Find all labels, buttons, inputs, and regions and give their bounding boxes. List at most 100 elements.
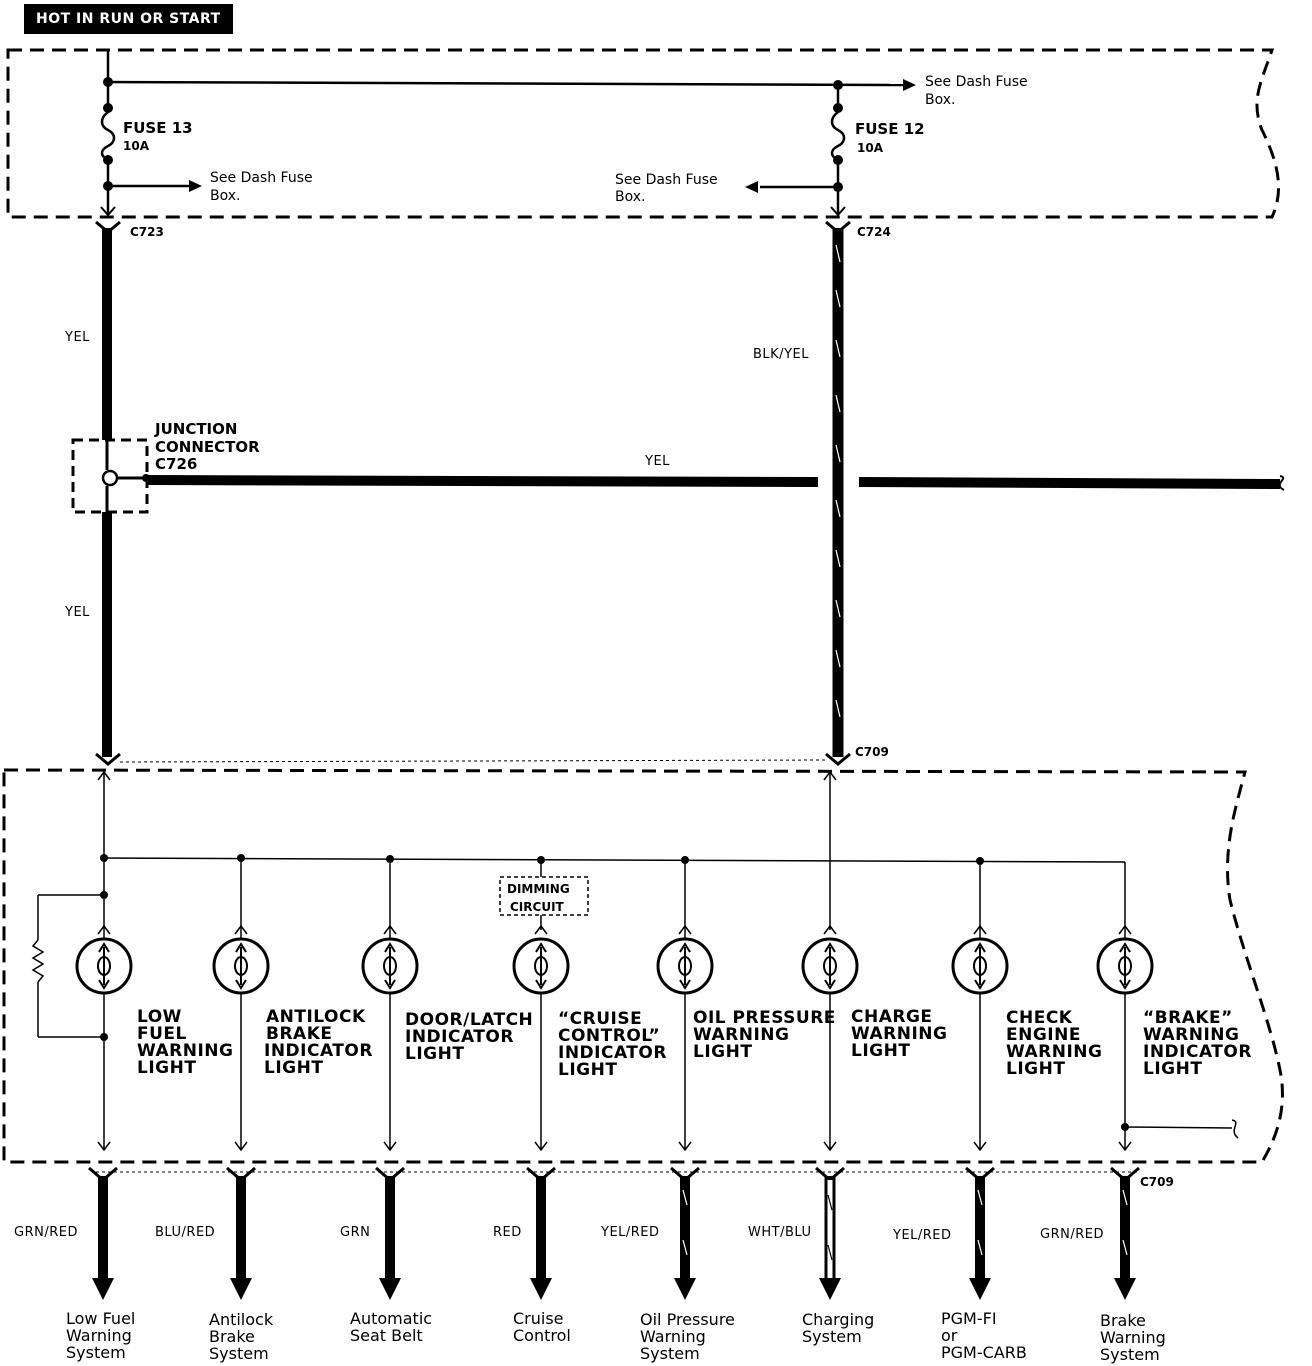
wire-label-blk-yel: BLK/YEL	[753, 347, 809, 362]
arrow-down-icon	[92, 1278, 114, 1300]
destination-label: Cruise	[513, 1309, 564, 1328]
wire-label-yel-lower: YEL	[64, 605, 90, 620]
fuse-12-icon	[830, 111, 846, 162]
light-label: CONTROL”	[558, 1026, 660, 1046]
light-label: WARNING	[851, 1024, 947, 1044]
destination-label: System	[209, 1344, 269, 1363]
light-label: LIGHT	[264, 1058, 323, 1078]
junction-label-line3: C726	[155, 455, 197, 473]
destination-label: Warning	[1100, 1328, 1166, 1347]
dimming-circuit	[499, 876, 589, 916]
arrow-right-icon	[903, 79, 916, 91]
connector-c723: C723	[130, 225, 164, 239]
resistor-icon	[31, 939, 45, 983]
arrow-down-icon	[674, 1278, 696, 1300]
destination-label: System	[66, 1343, 126, 1362]
light-label: WARNING	[693, 1025, 789, 1045]
wire-label-yel-upper: YEL	[64, 330, 90, 345]
arrow-left-icon	[745, 181, 758, 193]
light-label: LIGHT	[405, 1044, 464, 1064]
light-label: LIGHT	[137, 1058, 196, 1078]
destination-label: Seat Belt	[350, 1326, 423, 1345]
destination-label: Warning	[66, 1326, 132, 1345]
destination-label: PGM-FI	[941, 1309, 997, 1328]
light-label: “BRAKE”	[1143, 1008, 1233, 1028]
circuit-header: HOT IN RUN OR START	[24, 4, 233, 34]
light-label: BRAKE	[266, 1024, 333, 1044]
wire-label: GRN	[340, 1225, 370, 1240]
destination-label: System	[802, 1327, 862, 1346]
light-label: LIGHT	[1006, 1059, 1065, 1079]
light-check-engine: CHECK ENGINE WARNING LIGHT YEL/RED PGM-F…	[892, 857, 1102, 1362]
destination-label: System	[1100, 1345, 1160, 1364]
fuse-13-name: FUSE 13	[123, 119, 193, 137]
light-label: INDICATOR	[1143, 1042, 1252, 1062]
fuse-12-name: FUSE 12	[855, 120, 925, 138]
destination-label: Brake	[1100, 1311, 1146, 1330]
destination-label: Automatic	[350, 1309, 432, 1328]
light-brake-warning: “BRAKE” WARNING INDICATOR LIGHT GRN/RED …	[1040, 862, 1252, 1364]
light-label: ENGINE	[1006, 1025, 1081, 1045]
top-note-line1: See Dash Fuse	[925, 74, 1028, 90]
destination-label: System	[640, 1344, 700, 1363]
fuse-box-outline	[6, 48, 1281, 219]
wire-label: BLU/RED	[155, 1225, 215, 1240]
junction-label-line2: CONNECTOR	[155, 438, 260, 456]
light-label: “CRUISE	[558, 1009, 642, 1029]
wire-label: YEL/RED	[600, 1225, 660, 1240]
destination-label: Low Fuel	[66, 1309, 135, 1328]
light-label: INDICATOR	[405, 1027, 514, 1047]
light-label: WARNING	[1006, 1042, 1102, 1062]
light-label: LIGHT	[558, 1060, 617, 1080]
wire-label: WHT/BLU	[748, 1225, 811, 1240]
light-low-fuel: LOW FUEL WARNING LIGHT GRN/RED Low Fuel …	[14, 854, 233, 1362]
light-label: LIGHT	[851, 1041, 910, 1061]
arrow-right-icon	[189, 180, 202, 192]
arrow-down-icon	[1114, 1278, 1136, 1300]
destination-label: Antilock	[209, 1310, 274, 1329]
destination-label: Charging	[802, 1310, 874, 1329]
destination-label: Oil Pressure	[640, 1310, 735, 1329]
light-label: DOOR/LATCH	[405, 1010, 533, 1030]
light-label: WARNING	[1143, 1025, 1239, 1045]
arrow-down-icon	[819, 1278, 841, 1300]
top-note-line2: Box.	[925, 92, 955, 108]
wire-label: RED	[493, 1225, 522, 1240]
arrow-down-icon	[230, 1278, 252, 1300]
light-label: ANTILOCK	[266, 1007, 366, 1027]
dimming-label-line2: CIRCUIT	[510, 900, 565, 914]
light-label: FUEL	[137, 1024, 187, 1044]
destination-label: or	[941, 1326, 958, 1345]
light-label: INDICATOR	[558, 1043, 667, 1063]
light-door-latch: DOOR/LATCH INDICATOR LIGHT GRN Automatic…	[340, 855, 533, 1345]
destination-label: Control	[513, 1326, 571, 1345]
junction-connector-c726	[71, 438, 149, 514]
wire-label-yel-horizontal: YEL	[644, 454, 670, 469]
destination-label: PGM-CARB	[941, 1343, 1027, 1362]
light-label: CHECK	[1006, 1008, 1073, 1028]
fuse-13-icon	[100, 111, 116, 162]
fuse-12-note-line1: See Dash Fuse	[615, 172, 718, 188]
fuse-13-note-line1: See Dash Fuse	[210, 170, 313, 186]
light-label: LIGHT	[1143, 1059, 1202, 1079]
connector-c709-bottom: C709	[1140, 1175, 1174, 1189]
light-oil-pressure: OIL PRESSURE WARNING LIGHT YEL/RED Oil P…	[600, 856, 836, 1363]
light-label: INDICATOR	[264, 1041, 373, 1061]
fuse-13-note-line2: Box.	[210, 188, 240, 204]
wire-yel-horizontal	[145, 475, 819, 487]
gauge-assembly-outline	[2, 768, 1284, 1164]
light-label: OIL PRESSURE	[693, 1008, 836, 1028]
wire-label: YEL/RED	[892, 1228, 952, 1243]
light-label: LOW	[137, 1007, 182, 1027]
light-cruise-control: “CRUISE CONTROL” INDICATOR LIGHT RED Cru…	[493, 856, 667, 1345]
arrow-down-icon	[969, 1278, 991, 1300]
wire-label: GRN/RED	[1040, 1227, 1104, 1242]
connector-c709-top: C709	[855, 745, 889, 759]
light-charge: CHARGE WARNING LIGHT WHT/BLU Charging Sy…	[748, 924, 947, 1346]
light-label: LIGHT	[693, 1042, 752, 1062]
junction-label-line1: JUNCTION	[154, 420, 237, 438]
fuse-12-note-line2: Box.	[615, 189, 645, 205]
fuse-12-rating: 10A	[857, 141, 884, 155]
light-label: WARNING	[137, 1041, 233, 1061]
